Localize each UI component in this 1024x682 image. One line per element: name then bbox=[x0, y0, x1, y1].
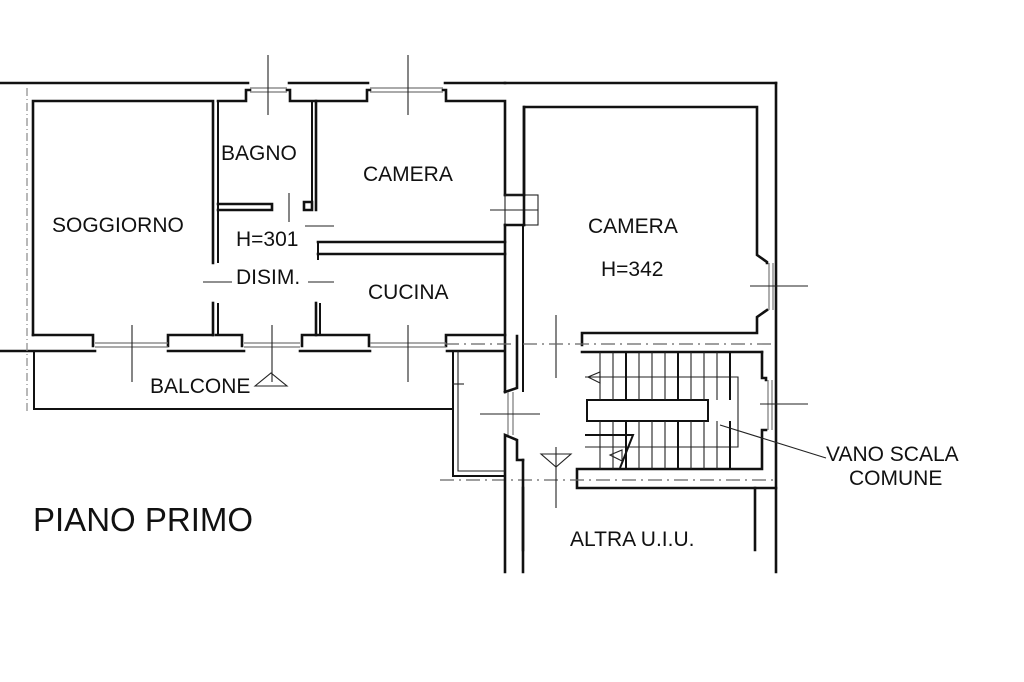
window-axis-marks bbox=[131, 55, 557, 382]
landing bbox=[452, 334, 573, 574]
label-bagno: BAGNO bbox=[221, 142, 297, 165]
label-soggiorno: SOGGIORNO bbox=[52, 214, 184, 237]
room-camera-1 bbox=[314, 87, 539, 227]
label-camera-2: CAMERA bbox=[588, 215, 678, 238]
label-comune: COMUNE bbox=[849, 467, 942, 490]
label-altra-uiu: ALTRA U.I.U. bbox=[570, 528, 694, 551]
stairwell bbox=[440, 343, 827, 490]
room-soggiorno bbox=[31, 99, 219, 348]
label-height-342: H=342 bbox=[601, 258, 663, 281]
balcony bbox=[33, 351, 453, 410]
room-camera-2 bbox=[522, 105, 808, 392]
label-height-301: H=301 bbox=[236, 228, 298, 251]
label-balcone: BALCONE bbox=[150, 375, 250, 398]
label-camera-1: CAMERA bbox=[363, 163, 453, 186]
label-cucina: CUCINA bbox=[368, 281, 449, 304]
partition-walls bbox=[203, 193, 507, 337]
other-unit bbox=[521, 486, 757, 552]
bottom-windows bbox=[95, 342, 446, 348]
label-vano-scala: VANO SCALA bbox=[826, 443, 959, 466]
exterior-walls bbox=[0, 81, 778, 574]
label-disim: DISIM. bbox=[236, 266, 300, 289]
plan-title: PIANO PRIMO bbox=[33, 501, 253, 538]
